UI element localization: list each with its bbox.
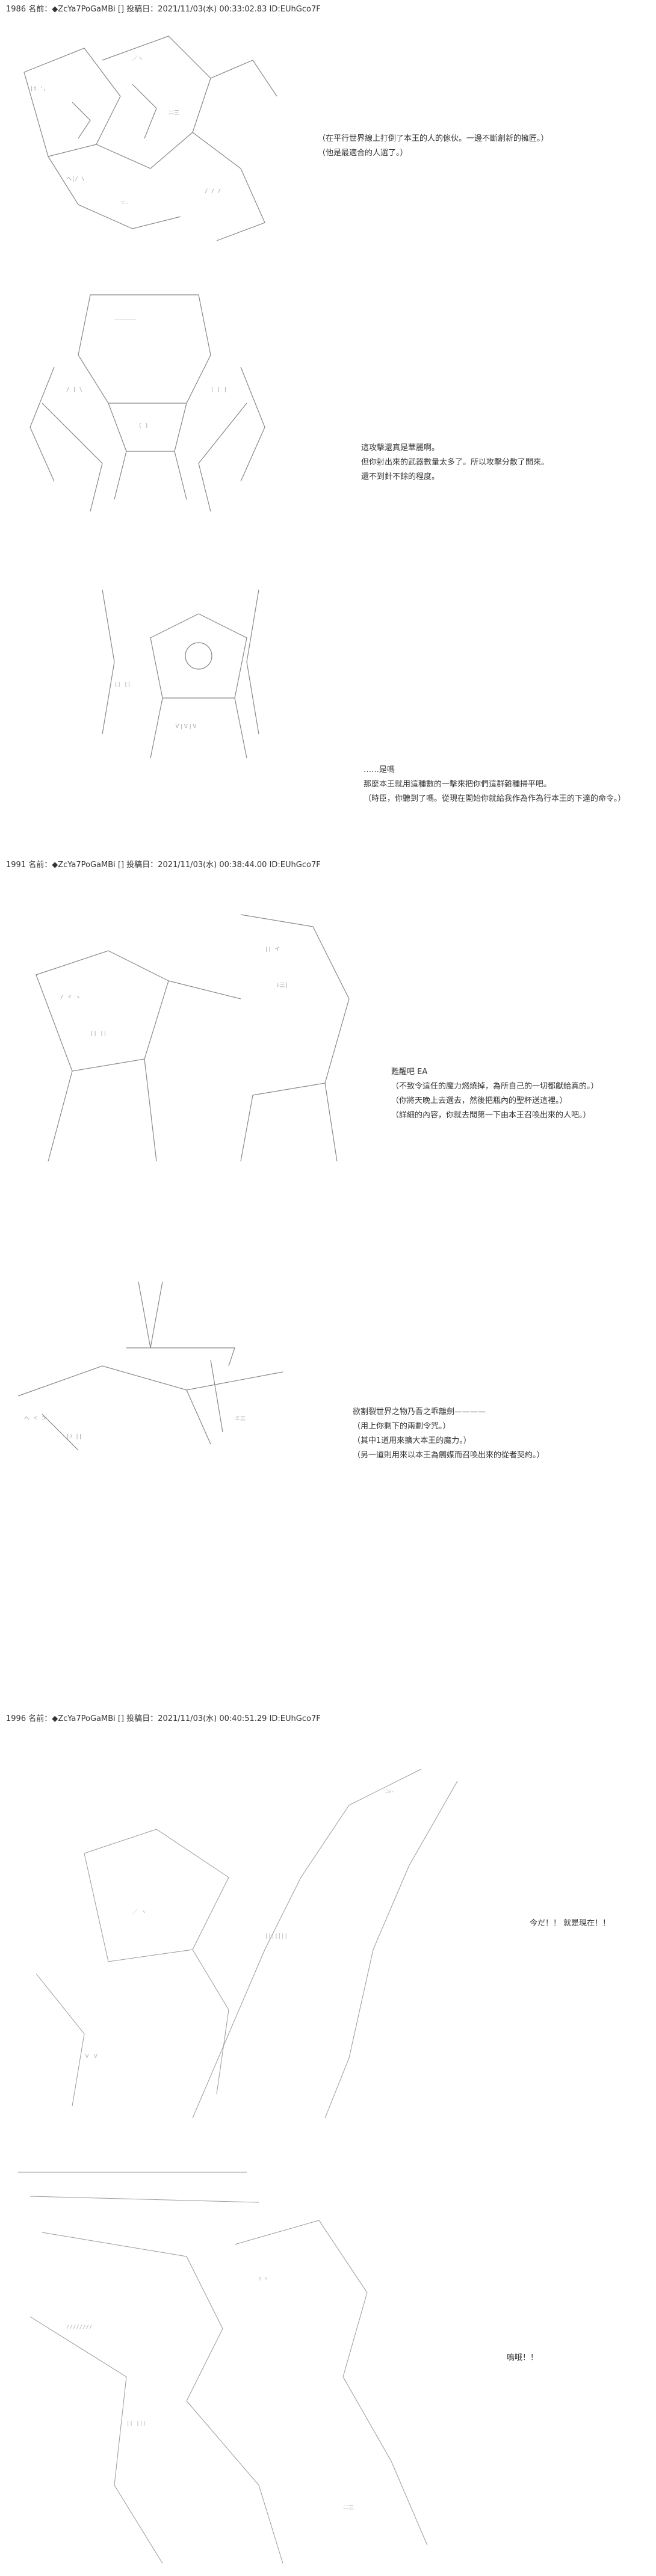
dialogue-block: ……是嗎 那麼本王就用這種數的一擊來把你們這群雜種掃平吧。 （時臣，你聽到了嗎。…	[364, 763, 626, 806]
dialogue-line: （你將天晚上去選去，然後把瓶內的聖杯送這裡。）	[391, 1096, 568, 1105]
svg-text:( ): ( )	[138, 423, 148, 429]
svg-text:|| ||: || ||	[114, 682, 131, 688]
svg-text:ミ三: ミ三	[235, 1416, 246, 1422]
ascii-art-figure: |i ', ／ヽ ﾆﾆ三 / / / ヘ|/ \ ＝-	[12, 24, 295, 247]
dialogue-line: 嗚哦！！	[507, 2353, 539, 2362]
post-header: 1986 名前：◆ZcYa7PoGaMBi [] 投稿日：2021/11/03(…	[6, 5, 321, 14]
ascii-art-drawing: ＿＿＿＿ ( ) / | \ | | |	[29, 294, 265, 512]
dialogue-line: （他是最適合的人選了。）	[318, 149, 408, 158]
dialogue-line: 還不到針不餘的程度。	[361, 472, 440, 481]
dialogue-block: 這攻擊還真是華麗啊。 但你射出來的武器數量太多了。所以攻擊分散了開來。 還不到針…	[361, 441, 549, 484]
svg-text:／ ヽ: ／ ヽ	[132, 1909, 146, 1915]
svg-text:ﾊ ﾍ: ﾊ ﾍ	[259, 2276, 268, 2282]
ascii-art-drawing: Ｖ|Ｖ|Ｖ || ||	[102, 589, 259, 759]
svg-text:| | |: | | |	[211, 387, 227, 393]
dialogue-line: 這攻擊還真是華麗啊。	[361, 443, 440, 452]
dialogue-block: 欲割裂世界之物乃吾之乖離劍———— （用上你剩下的兩劃令咒。） （其中1道用來擴…	[353, 1405, 545, 1463]
ascii-art-drawing: ﾆ=- ／ ヽ ||||||| Ｖ Ｖ	[36, 1768, 458, 2119]
post-header: 1991 名前：◆ZcYa7PoGaMBi [] 投稿日：2021/11/03(…	[6, 860, 321, 869]
post-header: 1996 名前：◆ZcYa7PoGaMBi [] 投稿日：2021/11/03(…	[6, 1714, 321, 1723]
ascii-art-drawing: ヘ ヾ ＞ |ﾊ || ミ三	[17, 1281, 283, 1450]
dialogue-block: （在平行世界線上打倒了本王的人的傢伙。一邊不斷創新的擁匠。） （他是最適合的人選…	[318, 132, 549, 161]
svg-text:ヘ|/ \: ヘ|/ \	[66, 176, 85, 182]
dialogue-block: 甦醒吧 EA （不致令這任的魔力燃燒掉，為所自己的一切都獻給真的。） （你將天晚…	[391, 1065, 599, 1123]
svg-text:ﾆﾆ三: ﾆﾆ三	[169, 110, 179, 116]
svg-text:|| ||: || ||	[90, 1031, 107, 1037]
dialogue-line: （在平行世界線上打倒了本王的人的傢伙。一邊不斷創新的擁匠。）	[318, 134, 549, 143]
ascii-art-figure: || イ ﾚ三| / ヾ ヽ || ||	[12, 903, 373, 1167]
dialogue-line: 但你射出來的武器數量太多了。所以攻擊分散了開來。	[361, 458, 549, 467]
dialogue-block: 嗚哦！！	[507, 2351, 538, 2365]
dialogue-line: 那麼本王就用這種數的一擊來把你們這群雜種掃平吧。	[364, 780, 552, 789]
svg-text:|| イ: || イ	[265, 947, 280, 953]
ascii-art-drawing: ﾊ ﾍ //////// || ||| ﾆﾆ三	[18, 2172, 428, 2564]
svg-text:ﾚ三|: ﾚ三|	[277, 983, 288, 989]
svg-text:|ﾊ ||: |ﾊ ||	[66, 1434, 82, 1440]
dialogue-line: （不致令這任的魔力燃燒掉，為所自己的一切都獻給真的。）	[391, 1082, 599, 1091]
dialogue-line: ……是嗎	[364, 765, 395, 774]
dialogue-line: 欲割裂世界之物乃吾之乖離劍————	[353, 1407, 486, 1416]
svg-text:|| |||: || |||	[126, 2421, 146, 2427]
svg-text:Ｖ|Ｖ|Ｖ: Ｖ|Ｖ|Ｖ	[175, 724, 197, 730]
ascii-art-figure: ＿＿＿＿ ( ) / | \ | | |	[18, 283, 277, 524]
dialogue-line: （時臣，你聽到了嗎。從現在開始你就給我作為作為行本王的下達的命令。）	[364, 794, 626, 803]
svg-text:/ | \: / | \	[66, 387, 82, 393]
dialogue-line: 今だ！！ 就是現在！！	[530, 1919, 611, 1928]
ascii-art-figure: ﾊ ﾍ //////// || ||| ﾆﾆ三	[6, 2148, 439, 2569]
dialogue-block: 今だ！！ 就是現在！！	[530, 1917, 610, 1931]
dialogue-line: （用上你剩下的兩劃令咒。）	[353, 1422, 451, 1431]
svg-text:ﾆﾆ三: ﾆﾆ三	[343, 2505, 354, 2511]
svg-text:|||||||: |||||||	[265, 1933, 288, 1939]
svg-text:////////: ////////	[66, 2324, 92, 2330]
dialogue-line: （其中1道用來擴大本王的魔力。）	[353, 1436, 471, 1445]
svg-text:/ ヾ ヽ: / ヾ ヽ	[60, 995, 81, 1001]
svg-text:ヘ ヾ ＞: ヘ ヾ ＞	[24, 1416, 47, 1422]
svg-text:／ヽ: ／ヽ	[132, 55, 143, 62]
svg-text:Ｖ Ｖ: Ｖ Ｖ	[84, 2054, 98, 2060]
svg-text:＝-: ＝-	[120, 200, 129, 206]
svg-text:|i ',: |i ',	[30, 86, 46, 92]
ascii-art-figure: ヘ ヾ ＞ |ﾊ || ミ三	[6, 1270, 343, 1450]
svg-text:/ / /: / / /	[205, 188, 221, 194]
svg-text:＿＿＿＿: ＿＿＿＿	[114, 315, 136, 321]
ascii-art-drawing: |i ', ／ヽ ﾆﾆ三 / / / ヘ|/ \ ＝-	[23, 36, 277, 241]
dialogue-line: 甦醒吧 EA	[391, 1067, 428, 1076]
svg-text:ﾆ=-: ﾆ=-	[385, 1789, 394, 1795]
ascii-art-drawing: || イ ﾚ三| / ヾ ヽ || ||	[36, 914, 350, 1162]
ascii-art-figure: Ｖ|Ｖ|Ｖ || ||	[78, 578, 319, 764]
dialogue-line: （詳細的內容，你就去問第一下由本王召喚出來的人吧。）	[391, 1111, 591, 1120]
ascii-art-figure: ﾆ=- ／ ヽ ||||||| Ｖ Ｖ	[12, 1757, 487, 2124]
dialogue-line: （另一道則用來以本王為觸媒而召喚出來的從者契約。）	[353, 1451, 545, 1460]
